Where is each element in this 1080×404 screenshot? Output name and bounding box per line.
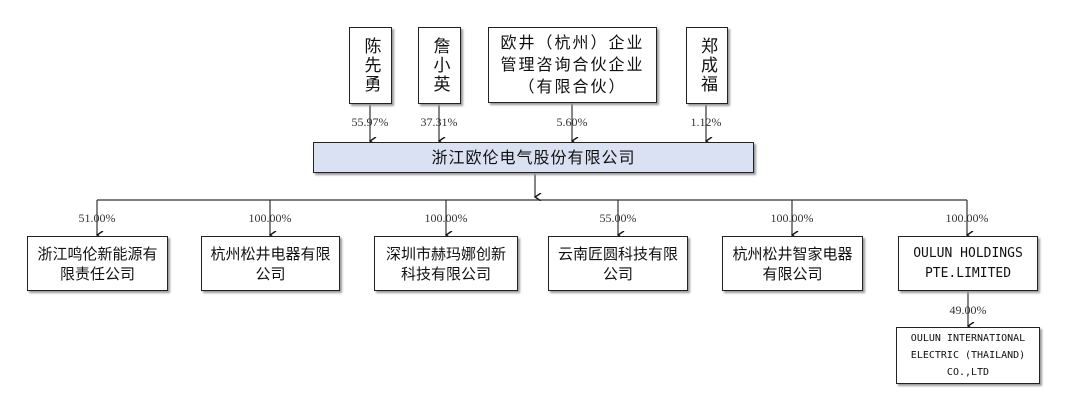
shareholder-box: 陈先勇 — [349, 27, 392, 104]
shareholder-box: 郑成福 — [686, 27, 728, 104]
subsidiary-box: 云南匠圆科技有限公司 — [548, 236, 688, 291]
grandchild-box: OULUN INTERNATIONAL ELECTRIC (THAILAND) … — [896, 327, 1040, 384]
shareholder-name: 陈先勇 — [360, 37, 381, 94]
subsidiary-box: 杭州松井智家电器有限公司 — [722, 236, 863, 291]
ownership-pct: 100.00% — [945, 211, 989, 225]
ownership-pct: 55.97% — [351, 115, 389, 129]
subsidiary-name: 杭州松井电器有限公司 — [210, 244, 331, 283]
ownership-pct: 49.00% — [949, 303, 987, 317]
main-company-box: 浙江欧伦电气股份有限公司 — [313, 142, 754, 173]
subsidiary-box: 杭州松井电器有限公司 — [201, 236, 340, 291]
subsidiary-name: 杭州松井智家电器有限公司 — [732, 244, 853, 283]
shareholder-name: 欧井（杭州）企业管理咨询合伙企业（有限合伙） — [500, 33, 645, 96]
ownership-pct: 37.31% — [420, 115, 458, 129]
subsidiary-name: 浙江鸣伦新能源有限责任公司 — [37, 244, 158, 283]
subsidiary-name: 深圳市赫玛娜创新科技有限公司 — [385, 244, 506, 283]
ownership-pct: 100.00% — [248, 211, 292, 225]
main-company-name: 浙江欧伦电气股份有限公司 — [431, 147, 636, 167]
shareholder-name: 郑成福 — [697, 37, 717, 94]
subsidiary-box: 深圳市赫玛娜创新科技有限公司 — [374, 236, 518, 291]
ownership-pct: 55.00% — [599, 211, 637, 225]
subsidiary-box: 浙江鸣伦新能源有限责任公司 — [27, 236, 168, 291]
shareholder-box: 詹小英 — [418, 27, 461, 104]
subsidiary-name: 云南匠圆科技有限公司 — [557, 244, 678, 283]
shareholder-box: 欧井（杭州）企业管理咨询合伙企业（有限合伙） — [488, 27, 657, 103]
ownership-pct: 5.60% — [556, 115, 588, 129]
shareholder-name: 詹小英 — [429, 37, 450, 94]
ownership-pct: 100.00% — [424, 211, 468, 225]
ownership-pct: 51.00% — [78, 211, 116, 225]
subsidiary-name: OULUN HOLDINGS PTE.LIMITED — [913, 245, 1023, 281]
ownership-pct: 1.12% — [690, 115, 722, 129]
ownership-pct: 100.00% — [770, 211, 814, 225]
grandchild-name: OULUN INTERNATIONAL ELECTRIC (THAILAND) … — [910, 333, 1026, 378]
subsidiary-box: OULUN HOLDINGS PTE.LIMITED — [898, 236, 1038, 291]
